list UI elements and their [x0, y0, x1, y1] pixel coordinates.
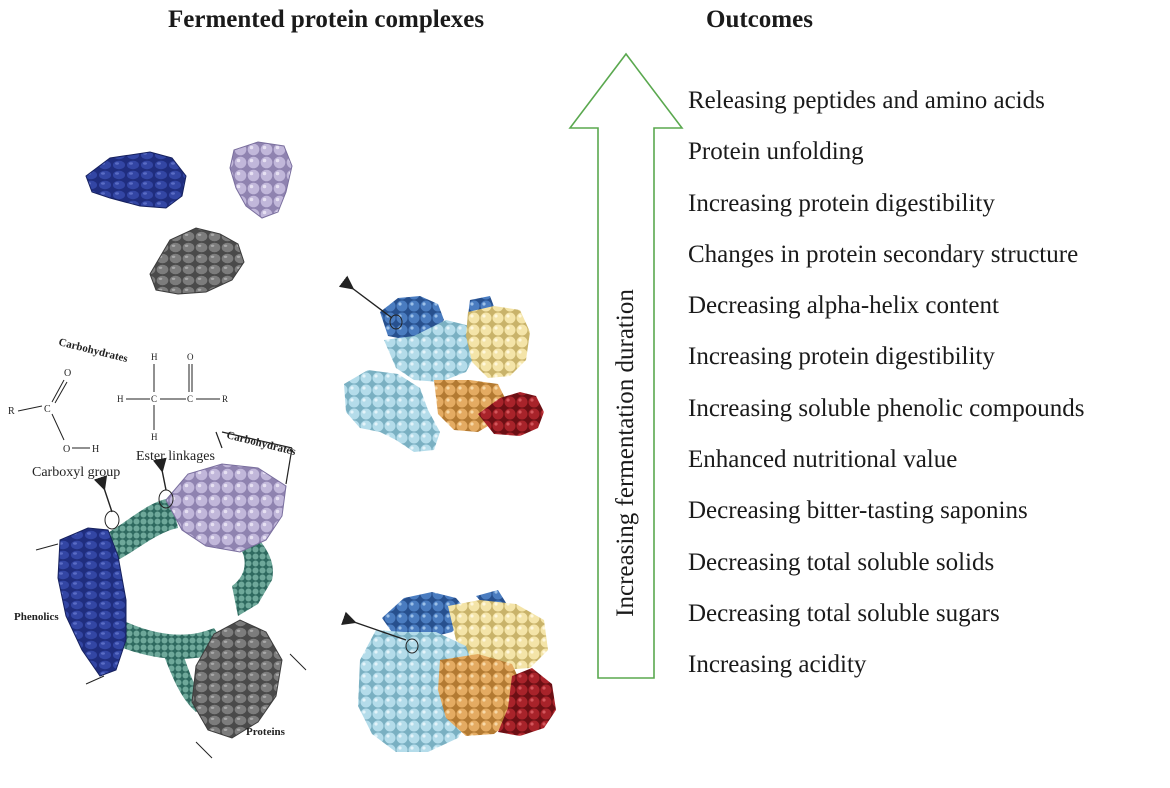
outcome-item: Decreasing bitter-tasting saponins: [688, 497, 1028, 525]
chem-h-label: H: [92, 444, 99, 455]
chem-r-label: R: [222, 394, 228, 404]
bound-protein: [191, 619, 283, 739]
chem-h-label: H: [151, 432, 158, 442]
carboxyl-group-label: Carboxyl group: [32, 465, 120, 480]
phenolic-tick-bottom: [85, 675, 105, 685]
bound-carbohydrate: [165, 463, 287, 553]
carboxyl-pointer-arrow: [93, 475, 113, 513]
outcome-item: Decreasing alpha-helix content: [688, 292, 999, 320]
chem-c-label: C: [151, 394, 157, 404]
outcomes-list: Releasing peptides and amino acids Prote…: [688, 84, 1084, 700]
carbohydrates-side-label: Carbohydrates: [225, 429, 297, 458]
phenolic-tick-top: [35, 543, 59, 551]
chem-c-label: C: [187, 394, 193, 404]
outcome-item: Enhanced nutritional value: [688, 446, 958, 474]
carboxyl-structure: R C O O H: [8, 368, 99, 455]
free-protein-molecule: [149, 227, 245, 295]
protein-tick-bottom: [195, 741, 213, 759]
outcome-item: Increasing protein digestibility: [688, 343, 995, 371]
outcome-item: Increasing acidity: [688, 651, 867, 679]
free-phenolic-molecule: [85, 151, 187, 209]
ester-pointer-arrow: [152, 457, 167, 491]
bottom-pointer-arrow: [341, 611, 407, 641]
fermentation-duration-arrow: [568, 52, 684, 679]
chem-h-label: H: [151, 352, 158, 362]
outcome-item: Releasing peptides and amino acids: [688, 87, 1045, 114]
free-carbohydrate-molecule: [229, 141, 293, 219]
outcome-item: Increasing soluble phenolic compounds: [688, 394, 1085, 422]
chem-h-label: H: [117, 394, 124, 404]
chem-o-label: O: [64, 368, 71, 379]
outcome-item: Changes in protein secondary structure: [688, 240, 1079, 268]
chem-c-label: C: [44, 404, 51, 415]
bracket-tick: [285, 447, 293, 485]
ester-linkages-label: Ester linkages: [136, 449, 215, 464]
partially-fermented-protein: [338, 275, 544, 452]
phenolics-label: Phenolics: [14, 611, 59, 623]
middle-pointer-arrow: [338, 275, 393, 319]
outcome-item: Increasing protein digestibility: [688, 189, 995, 217]
proteins-label: Proteins: [246, 726, 286, 738]
bound-phenolic: [57, 527, 127, 677]
right-heading: Outcomes: [706, 6, 813, 33]
protein-tick-right: [289, 653, 307, 671]
left-heading: Fermented protein complexes: [168, 6, 485, 33]
chem-o-label: O: [187, 352, 194, 362]
carbohydrates-bracket: [221, 431, 293, 449]
fermentation-arrow-label: Increasing fermentation duration: [612, 289, 639, 617]
ester-structure: H C H H C O R: [117, 352, 228, 442]
chem-o-label: O: [63, 444, 70, 455]
native-protein-complex: [341, 590, 556, 752]
outcome-item: Decreasing total soluble solids: [688, 548, 995, 576]
outcome-item: Decreasing total soluble sugars: [688, 599, 1000, 627]
bracket-tick: [215, 431, 223, 449]
carboxyl-marker-circle: [104, 510, 120, 530]
chem-r-label: R: [8, 406, 15, 417]
carbohydrates-top-label: Carbohydrates: [57, 336, 129, 365]
outcome-item: Protein unfolding: [688, 138, 864, 166]
